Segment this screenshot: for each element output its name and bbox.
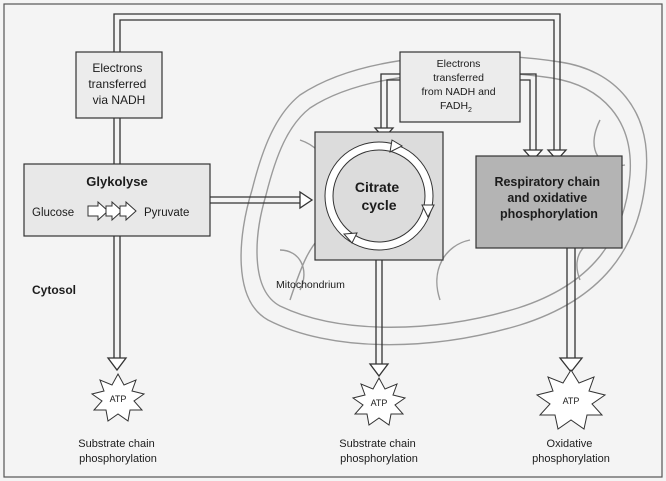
citrate-cycle-box: [314, 131, 444, 261]
electrons-nadh-label: Electrons transferred via NADH: [88, 61, 149, 107]
citrate-cycle-label: Citrate cycle: [355, 179, 403, 213]
pyruvate-to-citrate-arrow: [210, 190, 314, 210]
atp-burst-1: ATP: [90, 372, 146, 422]
glykolyse-box: [23, 163, 211, 237]
mitochondrium-label: Mitochondrium: [276, 279, 345, 291]
atp-burst-3: ATP: [535, 369, 607, 430]
outer-frame: [3, 3, 663, 478]
respiratory-chain-box: [475, 155, 623, 249]
oxidative-atp-arrow: [558, 248, 584, 374]
electrons-nadh-fadh-box: [399, 51, 521, 123]
feedback-arrow-nadh: [113, 13, 568, 161]
svg-text:ATP: ATP: [371, 398, 388, 408]
citrate-atp-arrow: [368, 260, 390, 378]
cycle-arrowheads: [342, 139, 435, 244]
atp-burst-2: ATP: [351, 376, 407, 426]
glykolyse-title: Glykolyse: [86, 174, 147, 189]
output-label-1: Substrate chain phosphorylation: [78, 438, 158, 465]
cytosol-label: Cytosol: [32, 283, 76, 297]
svg-text:ATP: ATP: [110, 394, 127, 404]
pyruvate-label: Pyruvate: [144, 207, 189, 219]
electrons-nadh-fadh-label: Electrons transferred from NADH and FADH…: [421, 58, 498, 114]
glucose-label: Glucose: [32, 207, 74, 219]
glycolysis-atp-arrow: [106, 118, 128, 372]
citrate-cycle-ring: [325, 142, 433, 250]
svg-text:ATP: ATP: [563, 396, 580, 406]
respiratory-chain-label: Respiratory chain and oxidative phosphor…: [494, 175, 603, 221]
electrons-nadh-box: [75, 51, 163, 119]
output-label-2: Substrate chain phosphorylation: [339, 438, 419, 465]
output-label-3: Oxidative phosphorylation: [532, 438, 610, 465]
glycolysis-steps-arrow: [87, 200, 137, 222]
